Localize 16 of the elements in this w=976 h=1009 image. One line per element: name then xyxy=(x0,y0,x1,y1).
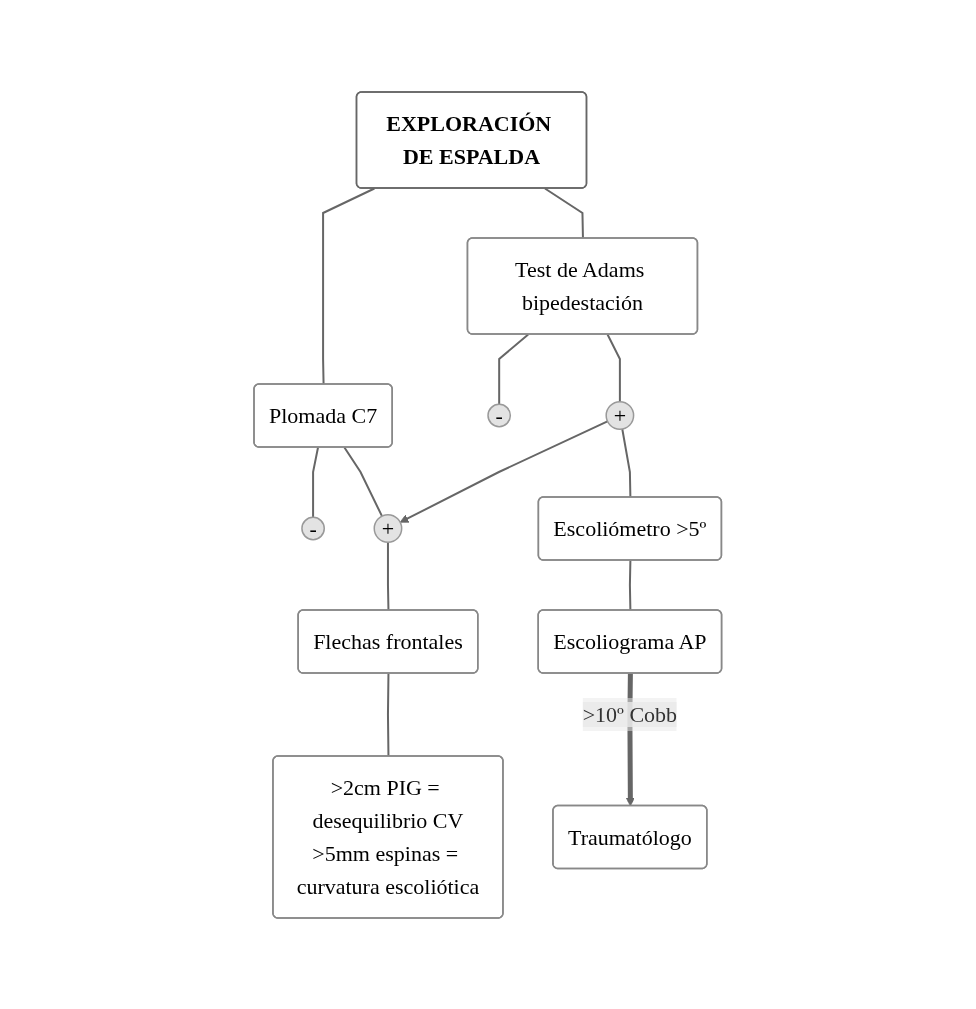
connector xyxy=(629,559,632,611)
arrow xyxy=(400,419,609,523)
node-circle: - xyxy=(301,516,326,540)
connector xyxy=(322,187,376,385)
connector xyxy=(621,427,632,498)
node-circle: - xyxy=(487,403,512,427)
connector xyxy=(606,333,622,403)
connector xyxy=(343,446,384,517)
edge-label: >10º Cobb xyxy=(582,701,678,727)
node-circle: + xyxy=(373,513,403,543)
connector xyxy=(387,540,390,611)
connector xyxy=(544,187,585,239)
connector xyxy=(498,333,530,405)
connector xyxy=(312,446,320,518)
connector xyxy=(387,672,390,757)
node-circle: + xyxy=(605,400,635,430)
